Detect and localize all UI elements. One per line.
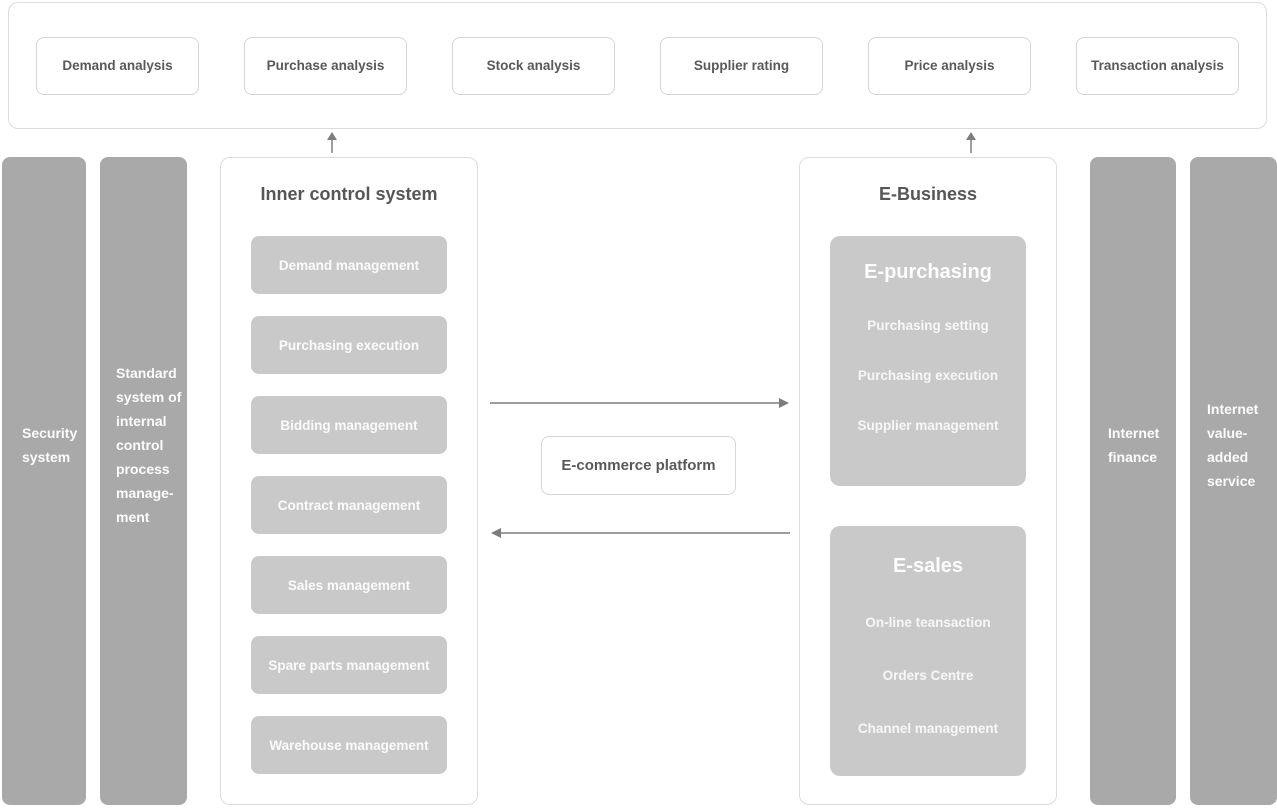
bidding-management-box: Bidding management [251,396,447,454]
e-sales-box: E-sales On-line teansaction Orders Centr… [830,526,1026,776]
transaction-analysis-box: Transaction analysis [1076,36,1239,95]
internet-finance-bar: Internet finance [1090,157,1176,805]
standard-system-label: Standard system of internal control proc… [116,365,182,525]
analysis-panel: Demand analysis Purchase analysis Stock … [8,2,1267,129]
purchasing-setting-item: Purchasing setting [867,318,989,333]
orders-centre-item: Orders Centre [882,668,974,683]
arrow-right-icon [490,398,789,408]
internet-value-added-bar: Internet value- added service [1190,157,1277,805]
online-transaction-item: On-line teansaction [865,615,991,630]
arrow-up-inner-control-icon [327,132,337,153]
purchasing-execution-item: Purchasing execution [857,368,999,383]
inner-control-panel: Inner control system Demand management P… [220,157,478,805]
supplier-management-item: Supplier management [857,418,999,433]
security-system-bar: Security system [2,157,86,805]
e-sales-title: E-sales [892,555,964,577]
arrow-up-e-business-icon [966,132,976,153]
e-business-panel: E-Business E-purchasing Purchasing setti… [799,157,1057,805]
purchasing-execution-box: Purchasing execution [251,316,447,374]
e-commerce-platform-box: E-commerce platform [541,436,736,495]
internet-value-added-label: Internet value- added service [1207,401,1259,489]
internet-finance-label: Internet finance [1108,425,1160,465]
channel-management-item: Channel management [857,721,999,736]
price-analysis-box: Price analysis [868,36,1031,95]
arrow-left-icon [491,528,790,538]
warehouse-management-box: Warehouse management [251,716,447,774]
demand-management-box: Demand management [251,236,447,294]
security-system-label: Security system [22,425,78,465]
contract-management-box: Contract management [251,476,447,534]
e-business-title: E-Business [878,184,978,204]
purchase-analysis-box: Purchase analysis [244,36,407,95]
standard-system-bar: Standard system of internal control proc… [100,157,187,805]
stock-analysis-box: Stock analysis [452,36,615,95]
inner-control-title: Inner control system [260,184,438,204]
e-purchasing-box: E-purchasing Purchasing setting Purchasi… [830,236,1026,486]
inner-control-box-stack: Demand management Purchasing execution B… [251,236,447,774]
spare-parts-management-box: Spare parts management [251,636,447,694]
supplier-rating-box: Supplier rating [660,36,823,95]
sales-management-box: Sales management [251,556,447,614]
demand-analysis-box: Demand analysis [36,36,199,95]
e-purchasing-title: E-purchasing [864,261,992,283]
